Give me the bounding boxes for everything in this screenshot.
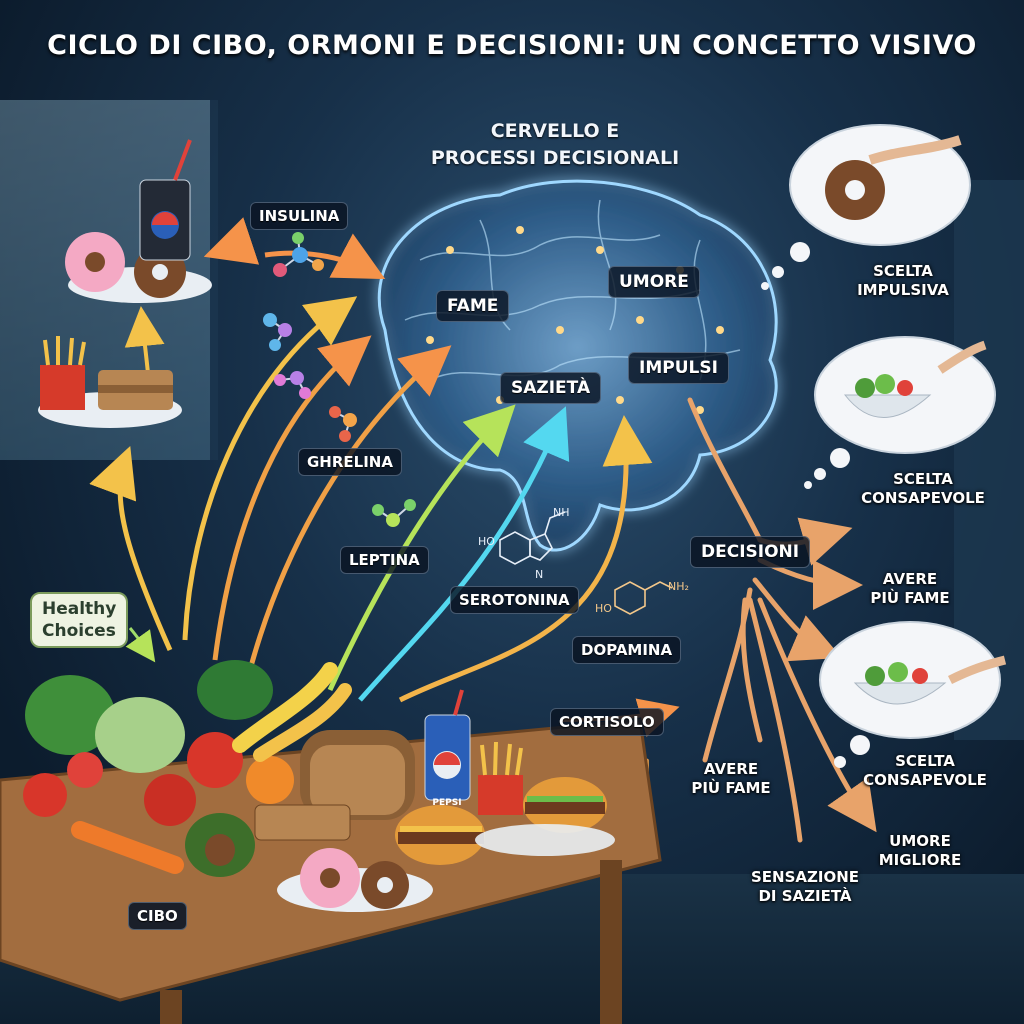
dopamine-arrow <box>398 415 653 703</box>
brain-region-impulsi: IMPULSI <box>628 352 729 384</box>
ghrelin-arrow-3 <box>247 345 452 671</box>
serotonin-n-label: N <box>535 568 543 581</box>
outcome-avere-piu-fame-bottom-line-1: AVERE <box>703 760 759 778</box>
food-to-snack-arrow <box>89 445 173 652</box>
healthy-choices-line-2: Choices <box>42 621 116 641</box>
outcome-avere-piu-fame-right-line-2: PIÙ FAME <box>870 589 950 607</box>
serotonin-arrow <box>358 406 570 702</box>
dopamine-nh2-label: NH₂ <box>668 580 689 593</box>
hormone-leptina: LEPTINA <box>340 546 429 574</box>
outcome-scelta-consapevole-1-line-2: CONSAPEVOLE <box>861 489 985 507</box>
outcome-sensazione-sazieta-line-1: SENSAZIONE <box>750 868 860 886</box>
healthy-choices-line-1: Healthy <box>42 599 117 619</box>
ghrelin-molecule-3 <box>329 406 357 442</box>
outcome-scelta-impulsiva-line-1: SCELTA <box>873 262 933 280</box>
leptin-molecule <box>372 499 416 527</box>
outcome-avere-piu-fame-bottom-line-2: PIÙ FAME <box>691 779 771 797</box>
outcome-scelta-impulsiva: SCELTA IMPULSIVA <box>828 262 978 300</box>
serotonin-ho-label: HO <box>478 535 495 548</box>
vegetables <box>23 660 352 877</box>
outcome-avere-piu-fame-right-line-1: AVERE <box>882 570 938 588</box>
outcome-scelta-consapevole-2: SCELTA CONSAPEVOLE <box>840 752 1010 790</box>
ghrelin-molecule-1 <box>263 313 292 351</box>
dopamine-ho-label: HO <box>595 602 612 615</box>
thought-cloud-salad-2 <box>819 621 1007 768</box>
decision-roots <box>687 397 877 843</box>
soda-brand-text: PEPSI <box>432 798 461 808</box>
brain-region-sazieta: SAZIETÀ <box>500 372 602 404</box>
brain-title-line-2: PROCESSI DECISIONALI <box>430 147 680 169</box>
food-label-cibo: CIBO <box>128 902 187 930</box>
serotonin-nh-label: NH <box>553 506 570 519</box>
ghrelin-arrow-1 <box>182 296 358 641</box>
thought-cloud-salad-1 <box>804 336 996 489</box>
serotonin-structure <box>499 511 566 565</box>
junk-food-plate-middle <box>38 336 182 428</box>
page-title: CICLO DI CIBO, ORMONI E DECISIONI: UN CO… <box>47 30 977 61</box>
ghrelin-arrow-2 <box>212 335 372 661</box>
bread-and-sweets <box>254 730 433 912</box>
insulin-arrow-to-food <box>203 217 260 265</box>
ghrelin-molecule-2 <box>274 371 311 399</box>
outcome-scelta-consapevole-2-line-2: CONSAPEVOLE <box>863 771 987 789</box>
thought-cloud-donut <box>761 124 971 290</box>
hormone-ghrelina: GHRELINA <box>298 448 402 476</box>
decision-label: DECISIONI <box>690 536 811 568</box>
outcome-umore-migliore-line-1: UMORE <box>889 832 951 850</box>
outcome-scelta-consapevole-2-line-1: SCELTA <box>895 752 955 770</box>
brain-region-umore: UMORE <box>608 266 700 298</box>
junk-food-plate-top <box>65 139 212 303</box>
outcome-scelta-consapevole-1-line-1: SCELTA <box>893 470 953 488</box>
outcome-avere-piu-fame-bottom: AVERE PIÙ FAME <box>676 760 786 798</box>
hormone-insulina: INSULINA <box>250 202 349 230</box>
hormone-dopamina: DOPAMINA <box>572 636 682 664</box>
outcome-scelta-consapevole-1: SCELTA CONSAPEVOLE <box>838 470 1008 508</box>
healthy-choices-arrow <box>125 627 156 663</box>
healthy-choices-label: Healthy Choices <box>30 592 129 648</box>
insulin-arrow-to-brain <box>264 233 386 280</box>
outcome-avere-piu-fame-right: AVERE PIÙ FAME <box>850 570 970 608</box>
leptin-arrow <box>327 404 516 692</box>
brain-title: CERVELLO E PROCESSI DECISIONALI <box>400 118 710 172</box>
outcome-scelta-impulsiva-line-2: IMPULSIVA <box>857 281 949 299</box>
brain-title-line-1: CERVELLO E <box>490 120 620 142</box>
fast-food <box>395 689 615 865</box>
outcome-umore-migliore: UMORE MIGLIORE <box>860 832 980 870</box>
outcome-sensazione-sazieta-line-2: DI SAZIETÀ <box>758 887 852 905</box>
outcome-umore-migliore-line-2: MIGLIORE <box>878 851 962 869</box>
brain-region-fame: FAME <box>436 290 510 322</box>
hormone-cortisolo: CORTISOLO <box>550 708 664 736</box>
dopamine-structure <box>614 581 673 615</box>
hormone-serotonina: SEROTONINA <box>450 586 579 614</box>
insulin-molecule <box>273 232 324 277</box>
outcome-sensazione-sazieta: SENSAZIONE DI SAZIETÀ <box>735 868 875 906</box>
